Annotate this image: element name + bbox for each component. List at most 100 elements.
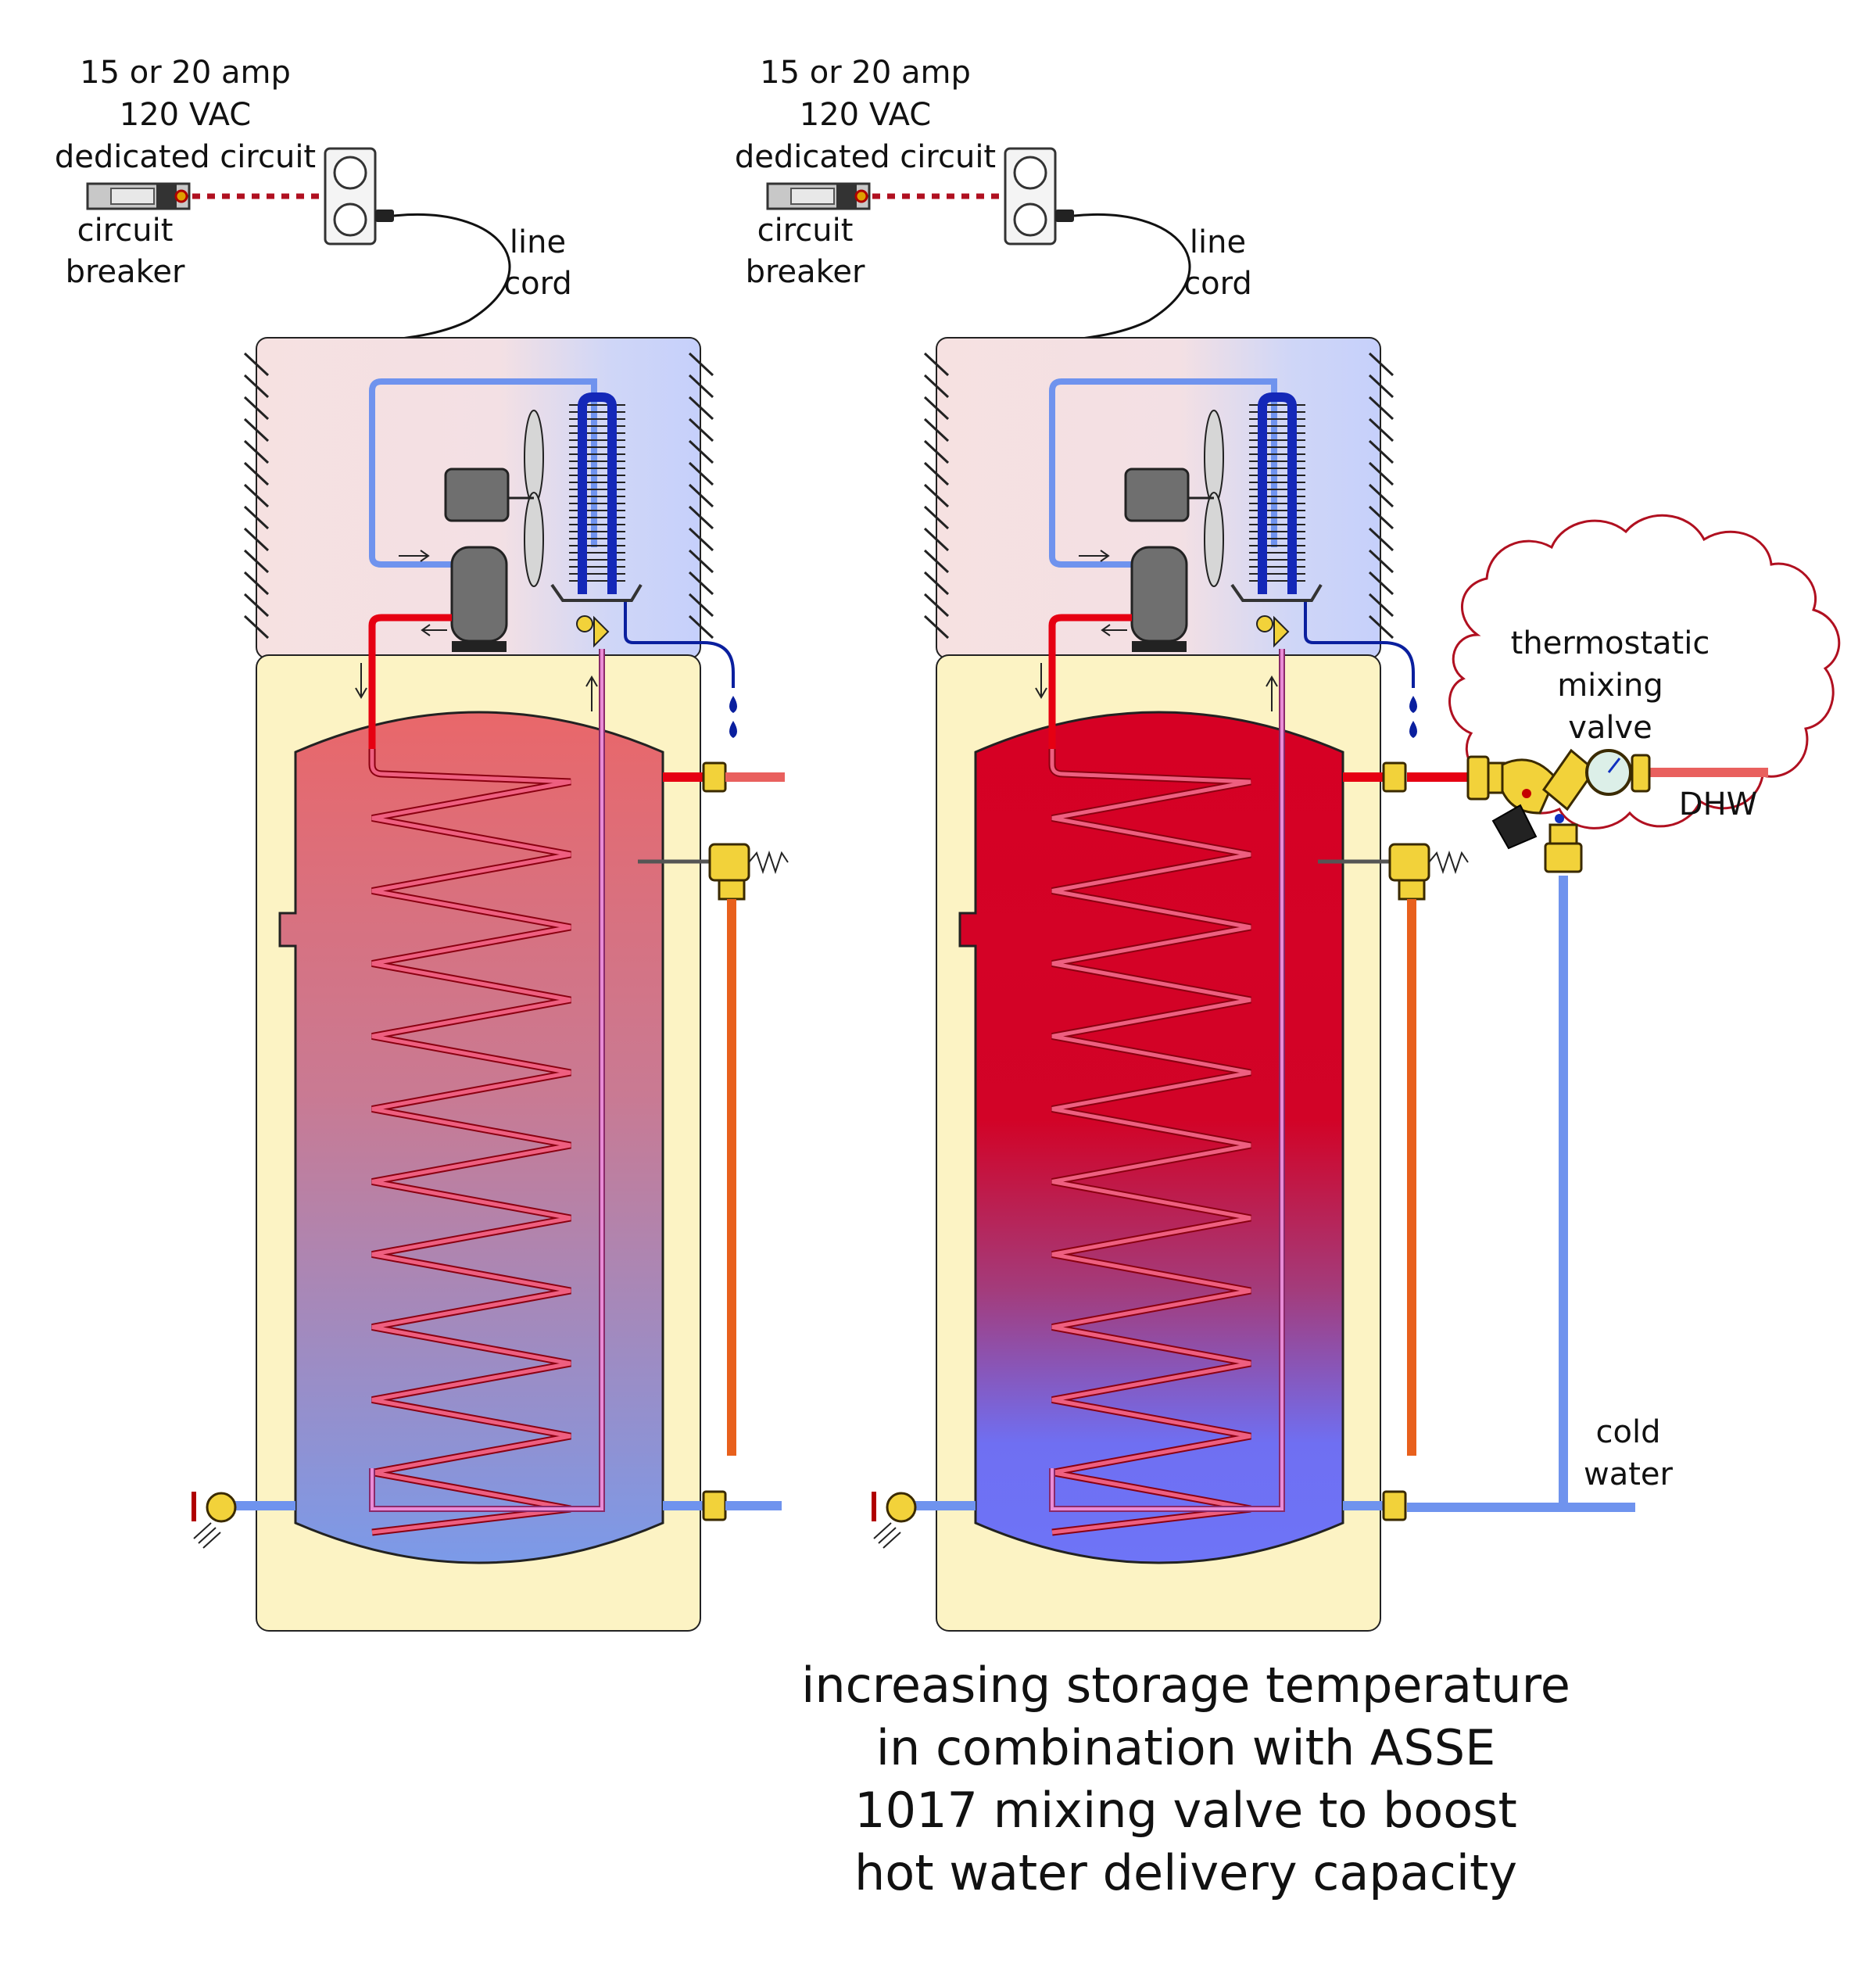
left-louver	[243, 549, 270, 574]
right-louver	[688, 461, 714, 486]
condensate-drop-2	[729, 721, 737, 738]
right-louver	[1368, 461, 1394, 486]
left-louver	[923, 439, 950, 464]
right-louver	[1368, 417, 1394, 442]
condenser-coil	[370, 749, 571, 1535]
plug	[375, 210, 394, 222]
right-water-heater	[766, 147, 1469, 1632]
cold-inlet-fitting	[1382, 1490, 1407, 1521]
tp-valve-outlet	[718, 879, 746, 901]
fan-motor	[1124, 468, 1190, 522]
right-louver	[688, 352, 714, 377]
evaporator-coil	[1258, 392, 1297, 594]
hot-gas-line	[1048, 614, 1132, 749]
left-supply-line-1: 15 or 20 amp	[80, 55, 291, 91]
left-louver	[923, 396, 950, 421]
right-louver	[688, 571, 714, 596]
expansion-valve	[593, 615, 610, 648]
left-louver	[243, 461, 270, 486]
left-louver	[923, 483, 950, 508]
tp-valve-body	[1388, 843, 1430, 882]
right-supply-line-2: 120 VAC	[800, 97, 931, 133]
drain-valve	[206, 1492, 237, 1523]
tp-valve-outlet	[1398, 879, 1426, 901]
compressor	[1130, 546, 1188, 643]
fan-blade-top	[524, 410, 544, 505]
caption-line-1: increasing storage temperature	[801, 1657, 1570, 1714]
left-cord-line-2: cord	[503, 266, 572, 302]
flow-arrow	[1035, 663, 1047, 699]
breaker-indicator	[854, 189, 868, 203]
right-cord-line-2: cord	[1183, 266, 1252, 302]
flow-arrow	[355, 663, 367, 699]
right-louver	[1368, 352, 1394, 377]
drain-hose-thread	[193, 1522, 221, 1549]
right-louver	[1368, 549, 1394, 574]
right-breaker-label: circuit breaker	[746, 213, 865, 290]
right-louver	[1368, 439, 1394, 464]
left-louver	[923, 593, 950, 618]
evaporator-coil	[578, 392, 617, 594]
left-louver	[923, 461, 950, 486]
tp-valve-body	[708, 843, 750, 882]
flow-arrow	[1101, 624, 1127, 636]
right-louver	[688, 439, 714, 464]
left-louver	[923, 352, 950, 377]
drip-pan	[1230, 583, 1323, 602]
right-supply-line-3: dedicated circuit	[735, 139, 996, 175]
drain-hose-thread	[873, 1522, 901, 1549]
fan-blade-bottom	[524, 492, 544, 587]
right-louver	[1368, 593, 1394, 618]
left-louver	[923, 614, 950, 640]
drain-valve	[886, 1492, 917, 1523]
cold-inlet-fitting	[702, 1490, 727, 1521]
right-cord-label: line cord	[1183, 224, 1252, 302]
condensate-drop-1	[729, 696, 737, 713]
breaker-block	[156, 185, 177, 208]
condensate-drop-1	[1409, 696, 1417, 713]
right-cord-line-1: line	[1190, 224, 1246, 260]
left-supply-label: 15 or 20 amp 120 VAC dedicated circuit	[55, 55, 316, 175]
mixing-valve-line-2: mixing	[1557, 668, 1663, 704]
right-louver	[688, 593, 714, 618]
suction-line	[1049, 378, 1271, 568]
left-louver	[243, 483, 270, 508]
condenser-coil	[1050, 749, 1251, 1535]
receptacle-outlet-top	[333, 156, 367, 190]
breaker-block	[836, 185, 857, 208]
mixing-valve-line-3: valve	[1568, 710, 1652, 746]
mixing-valve-callout: thermostatic mixing valve	[1448, 514, 1841, 829]
right-breaker-line-1: circuit	[757, 213, 854, 249]
right-louver	[688, 527, 714, 552]
expansion-valve-bulb	[576, 615, 593, 632]
left-louver	[243, 439, 270, 464]
caption-line-4: hot water delivery capacity	[854, 1844, 1517, 1901]
receptacle-outlet-bottom	[1013, 202, 1047, 237]
plug	[1055, 210, 1074, 222]
right-supply-line-1: 15 or 20 amp	[760, 55, 971, 91]
evaporator-return	[575, 378, 597, 547]
right-breaker-line-2: breaker	[746, 254, 865, 290]
right-louver	[1368, 527, 1394, 552]
tp-spring	[1428, 850, 1469, 875]
right-louver	[1368, 374, 1394, 399]
left-louver	[243, 396, 270, 421]
flow-arrow	[421, 624, 447, 636]
tp-spring	[748, 850, 789, 875]
right-louver	[688, 505, 714, 530]
right-louver	[1368, 571, 1394, 596]
hot-outlet-fitting	[702, 761, 727, 793]
right-louver	[1368, 483, 1394, 508]
right-louver	[688, 396, 714, 421]
breaker-indicator	[174, 189, 188, 203]
left-breaker-line-1: circuit	[77, 213, 174, 249]
compressor	[450, 546, 508, 643]
fan-motor	[444, 468, 510, 522]
left-louver	[923, 549, 950, 574]
hot-outlet-fitting	[1382, 761, 1407, 793]
breaker-handle	[790, 188, 835, 205]
mixing-valve	[1466, 748, 1651, 873]
left-louver	[243, 614, 270, 640]
left-louver	[923, 505, 950, 530]
